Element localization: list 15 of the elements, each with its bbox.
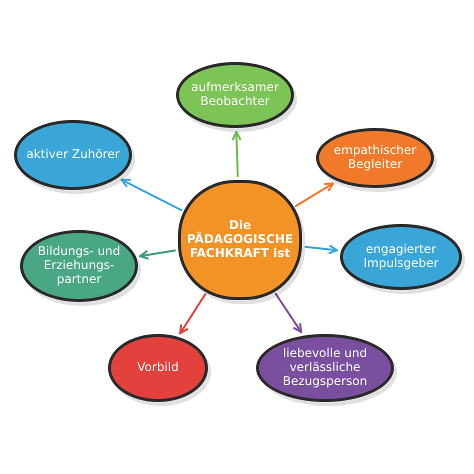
- bubble-label: aktiver Zuhörer: [25, 148, 121, 162]
- center-title: Die PÄDAGOGISCHE FACHKRAFT ist: [186, 219, 294, 261]
- arrow: [232, 131, 242, 178]
- bubble-label: Bildungs- und Erziehungs- partner: [36, 245, 122, 287]
- bubble-label: Vorbild: [136, 361, 180, 375]
- bubble-label: liebevolle und verlässliche Bezugsperson: [282, 347, 368, 389]
- arrow: [274, 292, 302, 334]
- bubble-label: empathischer Begleiter: [332, 144, 418, 172]
- arrow: [139, 250, 176, 260]
- arrow: [294, 182, 334, 208]
- arrow: [179, 293, 206, 334]
- bubble-label: engagierter Impulsgeber: [362, 243, 440, 271]
- arrow: [304, 244, 338, 254]
- arrow: [120, 178, 183, 212]
- bubble-label: aufmerksamer Beobachter: [190, 81, 280, 109]
